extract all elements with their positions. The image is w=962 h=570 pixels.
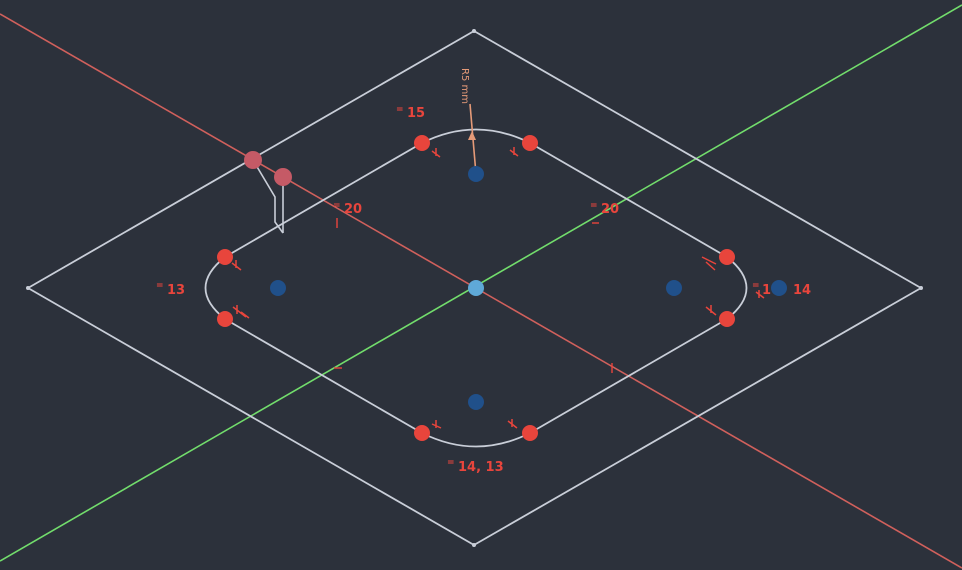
tangent-icon[interactable] <box>755 290 765 299</box>
tangent-icon[interactable] <box>232 305 250 319</box>
vertex-right[interactable] <box>919 286 923 290</box>
equal-marker-left: = <box>156 281 164 291</box>
constraint-label-left-upper[interactable]: 20 <box>344 202 362 217</box>
tangent-icon[interactable] <box>701 256 717 271</box>
arc-center-point-top[interactable] <box>468 166 484 182</box>
arc-center-point-left[interactable] <box>270 280 286 296</box>
origin-point[interactable] <box>468 280 484 296</box>
arc-center-point-right[interactable] <box>666 280 682 296</box>
constraint-label-top[interactable]: 15 <box>407 106 425 121</box>
endpoints <box>217 135 735 441</box>
inner-rounded-shape <box>204 128 748 448</box>
vertex-top[interactable] <box>472 29 476 33</box>
endpoint-left-upper[interactable] <box>217 249 233 265</box>
selected-helper-lines <box>252 159 284 234</box>
diamond-vertices <box>26 29 923 547</box>
constraint-label-right-prefix[interactable]: 1 <box>762 283 771 298</box>
equal-marker-right: = <box>752 281 760 291</box>
radius-arrowhead <box>468 131 476 140</box>
endpoint-top-left[interactable] <box>414 135 430 151</box>
arc-center-point-bottom[interactable] <box>468 394 484 410</box>
diamond-edge-bottom-right[interactable] <box>473 287 922 546</box>
reference-center-point[interactable] <box>771 280 787 296</box>
selected-point-1[interactable] <box>244 151 262 169</box>
tangent-icon[interactable] <box>705 305 717 316</box>
tangent-icon[interactable] <box>431 420 442 429</box>
constraint-label-bottom[interactable]: 14, 13 <box>458 460 504 475</box>
equal-marker-top: = <box>396 105 404 115</box>
equal-marker-left-upper: = <box>333 201 341 211</box>
equal-marker-bottom: = <box>447 458 455 468</box>
endpoint-right-upper[interactable] <box>719 249 735 265</box>
inner-line-top-right[interactable] <box>529 142 728 258</box>
helper-polyline[interactable] <box>252 159 284 234</box>
constraint-ticks <box>334 218 613 373</box>
constraint-label-right[interactable]: 14 <box>793 283 811 298</box>
endpoint-bottom-right[interactable] <box>522 425 538 441</box>
radius-dimension[interactable]: R5 mm <box>459 68 477 175</box>
inner-arc-left[interactable] <box>204 256 226 320</box>
diamond-edge-bottom-left[interactable] <box>27 287 475 546</box>
endpoint-left-lower[interactable] <box>217 311 233 327</box>
vertex-left[interactable] <box>26 286 30 290</box>
inner-line-bottom-left[interactable] <box>224 318 423 434</box>
selected-points <box>244 151 292 186</box>
inner-arc-bottom[interactable] <box>421 432 531 448</box>
vertex-bottom[interactable] <box>472 543 476 547</box>
inner-line-top-left[interactable] <box>224 142 423 258</box>
inner-arc-right[interactable] <box>726 256 748 320</box>
center-points <box>270 166 787 410</box>
endpoint-top-right[interactable] <box>522 135 538 151</box>
endpoint-right-lower[interactable] <box>719 311 735 327</box>
inner-line-bottom-right[interactable] <box>529 318 728 434</box>
equal-marker-right-upper: = <box>590 201 598 211</box>
endpoint-bottom-left[interactable] <box>414 425 430 441</box>
tangent-glyphs <box>231 147 765 429</box>
constraint-label-right-upper[interactable]: 20 <box>601 202 619 217</box>
constraint-label-left[interactable]: 13 <box>167 283 185 298</box>
constraint-labels: = 15 = 20 = 20 = 13 = 1 14 = 14, 13 <box>156 105 811 475</box>
tangent-icon[interactable] <box>507 419 518 429</box>
inner-arc-top[interactable] <box>421 128 531 144</box>
radius-dimension-label[interactable]: R5 mm <box>459 68 470 104</box>
diamond-edge-top-right[interactable] <box>473 30 922 289</box>
tangent-icon[interactable] <box>231 260 242 271</box>
tangent-icon[interactable] <box>431 148 441 158</box>
tangent-icon[interactable] <box>509 147 519 157</box>
selected-point-2[interactable] <box>274 168 292 186</box>
